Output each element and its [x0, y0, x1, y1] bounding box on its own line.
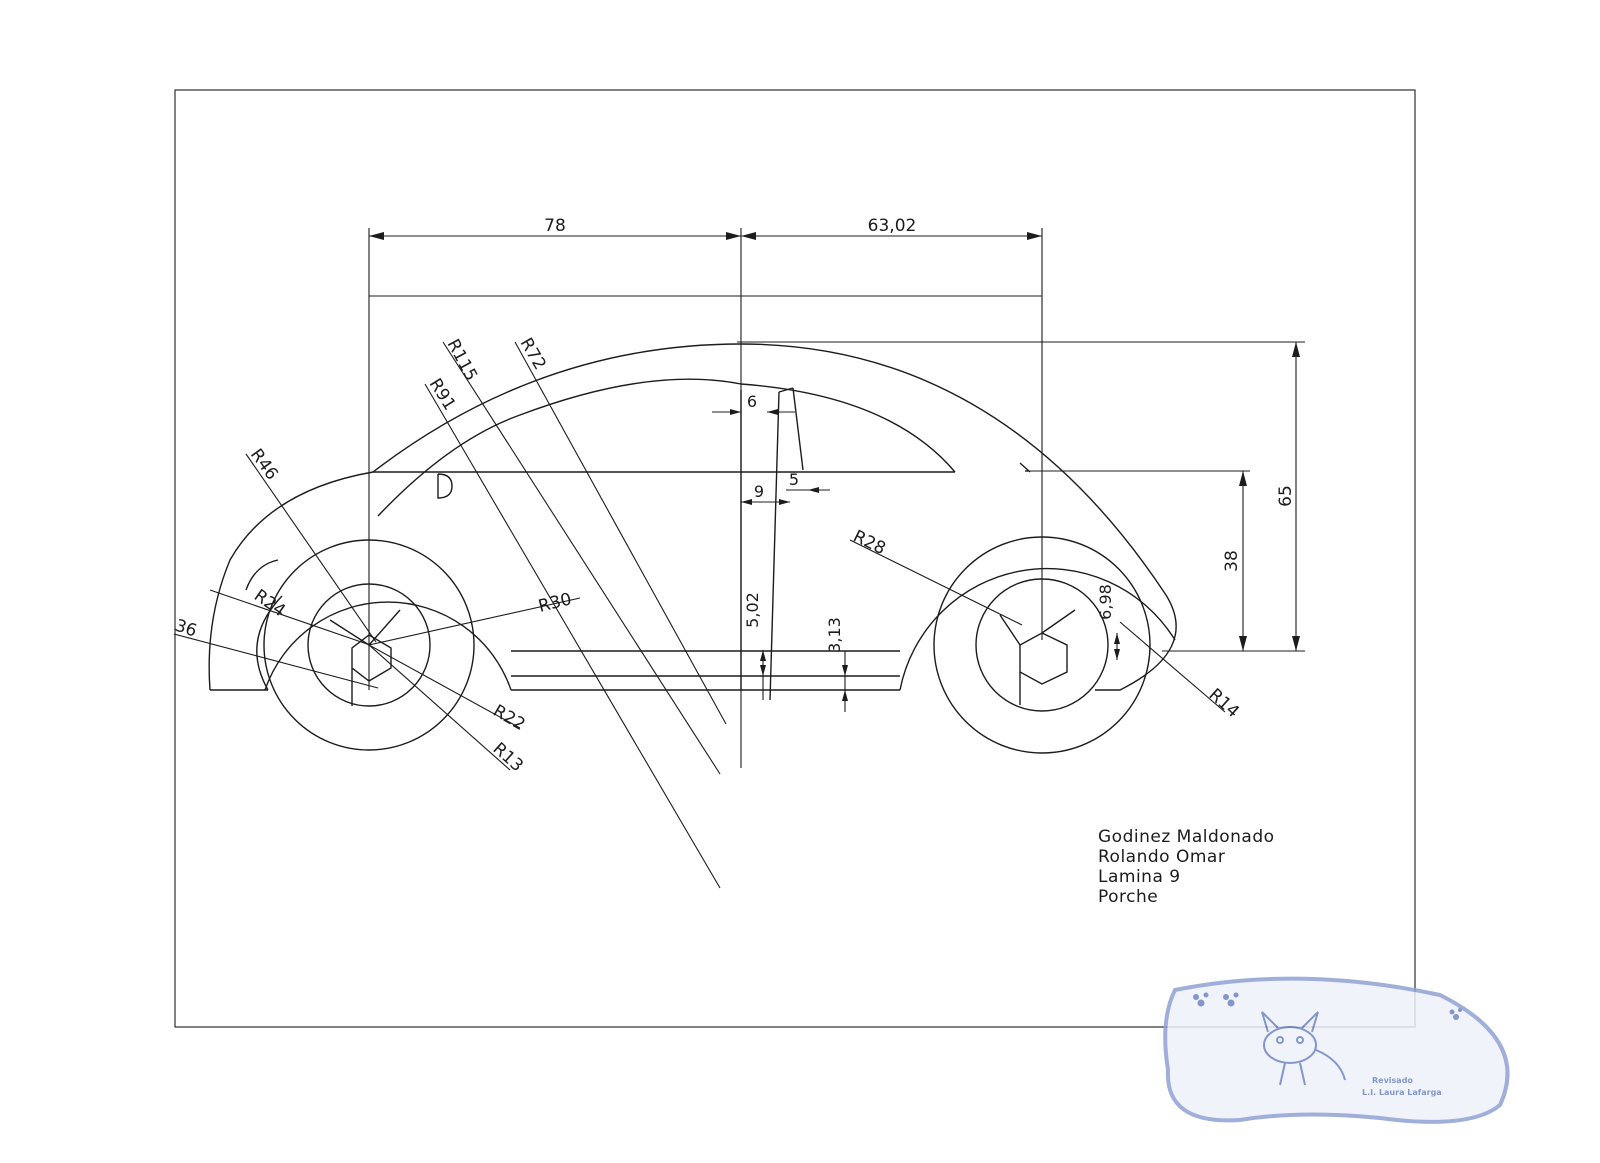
dim-9-label: 9	[754, 482, 764, 501]
label-r13: R13	[489, 739, 527, 776]
cat-icon	[1261, 1011, 1346, 1086]
label-r91: R91	[425, 375, 460, 414]
dimension-3-13: 3,13	[825, 617, 848, 712]
title-block: Godinez Maldonado Rolando Omar Lamina 9 …	[1098, 827, 1275, 907]
front-wheel	[263, 539, 512, 751]
radius-leaders	[173, 341, 1226, 889]
review-stamp: Revisado L.I. Laura Lafarga	[1163, 976, 1510, 1124]
dim-5-label: 5	[789, 470, 799, 489]
label-r14: R14	[1205, 685, 1243, 722]
drawing-title: Porche	[1098, 887, 1158, 907]
dim-38-label: 38	[1222, 550, 1242, 572]
dimension-5-02: 5,02	[743, 592, 766, 700]
dim-5-02-label: 5,02	[743, 592, 762, 628]
stamp-line-1: Revisado	[1372, 1076, 1413, 1085]
dimension-78: 78	[369, 216, 741, 240]
author-surname: Godinez Maldonado	[1098, 827, 1275, 847]
label-r28: R28	[850, 527, 889, 560]
dimension-9: 9	[741, 482, 790, 505]
label-r36: 36	[172, 616, 199, 642]
label-r22: R22	[490, 701, 529, 735]
car-body	[208, 343, 1177, 701]
dimension-63-02: 63,02	[741, 216, 1042, 240]
label-r115: R115	[443, 336, 481, 384]
dim-63-02-label: 63,02	[868, 216, 917, 236]
stamp-line-2: L.I. Laura Lafarga	[1362, 1088, 1442, 1097]
dim-3-13-label: 3,13	[825, 617, 844, 653]
label-r46: R46	[246, 445, 282, 484]
dimension-5: 5	[786, 470, 830, 493]
dim-78-label: 78	[544, 216, 566, 236]
stamp-border	[1163, 976, 1510, 1124]
dim-6-98-label: 6,98	[1096, 584, 1115, 620]
sheet-number: Lamina 9	[1098, 867, 1181, 887]
dimension-38: 38	[1222, 471, 1247, 651]
label-r24: R24	[250, 586, 289, 622]
paw-prints-icon	[1193, 992, 1462, 1020]
dim-6-label: 6	[747, 392, 757, 411]
drawing-frame	[174, 89, 1416, 1028]
radius-labels: R115 R72 R91 R46 R24 36 R30 R22 R13 R28 …	[172, 335, 1242, 777]
dimension-6: 6	[712, 392, 795, 415]
dim-65-label: 65	[1276, 485, 1296, 507]
author-name: Rolando Omar	[1098, 847, 1225, 867]
label-r72: R72	[516, 335, 550, 374]
label-r30: R30	[536, 589, 573, 616]
rear-wheel	[899, 536, 1176, 754]
dimension-6-98: 6,98	[1096, 584, 1120, 660]
dimension-65: 65	[1276, 342, 1300, 651]
